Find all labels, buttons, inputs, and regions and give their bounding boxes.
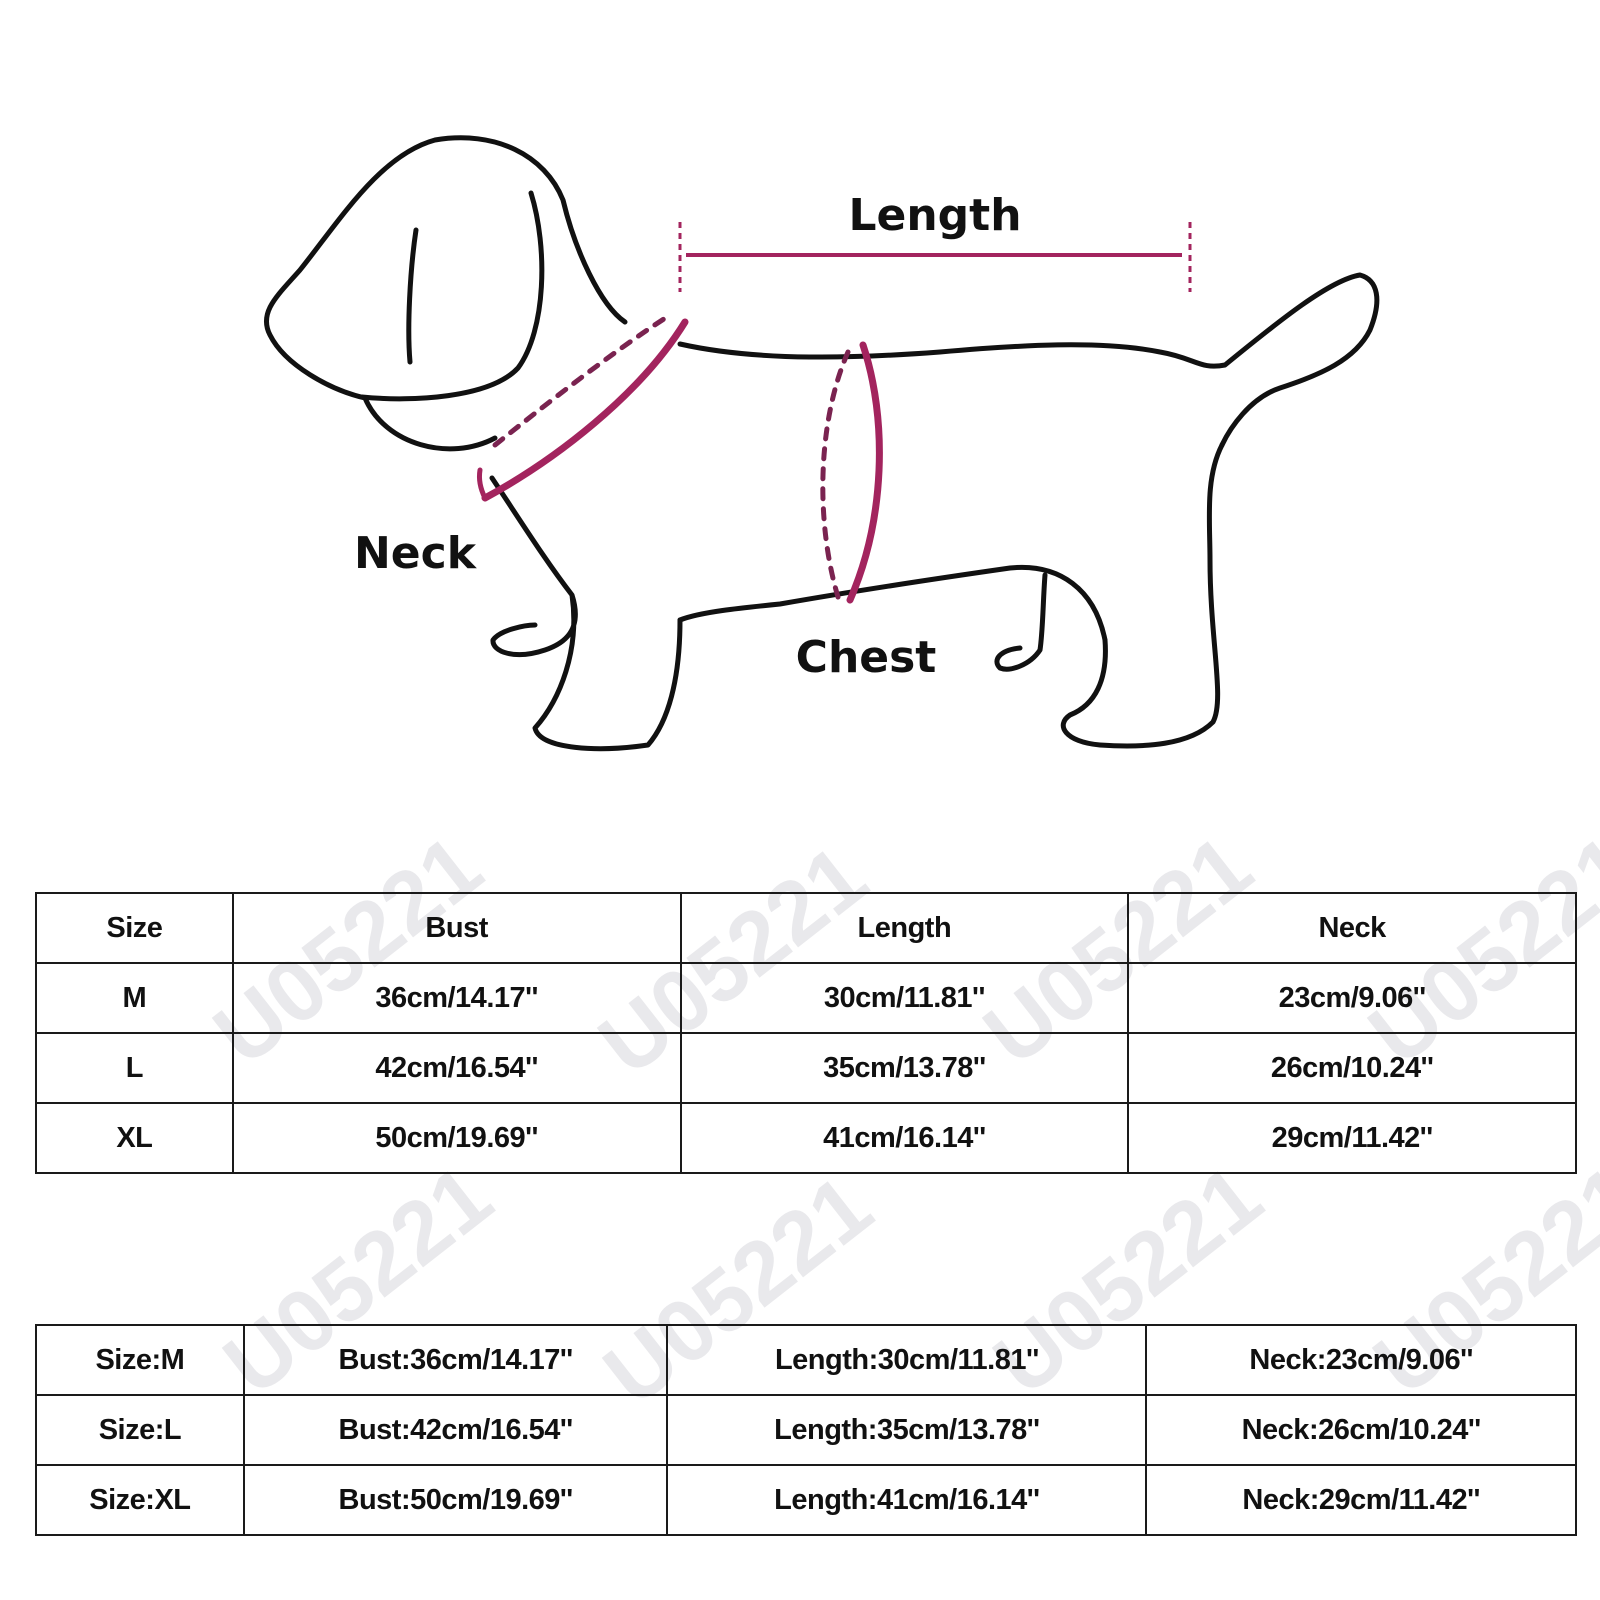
table-cell: Neck:26cm/10.24'' — [1145, 1394, 1577, 1466]
chest-measure-ring — [820, 341, 883, 604]
table-cell: 23cm/9.06'' — [1127, 962, 1577, 1034]
dog-measurement-diagram: Length Neck Chest — [263, 135, 1380, 752]
table-cell: 41cm/16.14'' — [679, 1102, 1130, 1174]
chest-label: Chest — [796, 632, 937, 683]
table-cell: Size:L — [35, 1394, 245, 1466]
dog-back-outline — [677, 272, 1380, 448]
table-cell: XL — [35, 1102, 234, 1174]
table-cell: Size:XL — [35, 1464, 245, 1536]
table-cell: Bust:42cm/16.54'' — [242, 1394, 669, 1466]
table-row: M 36cm/14.17'' 30cm/11.81'' 23cm/9.06'' — [35, 962, 1577, 1034]
table-row: L 42cm/16.54'' 35cm/13.78'' 26cm/10.24'' — [35, 1032, 1577, 1104]
table-cell: 35cm/13.78'' — [679, 1032, 1130, 1104]
table-cell: Neck:29cm/11.42'' — [1145, 1464, 1577, 1536]
dog-head-outline — [263, 135, 628, 452]
table-row: Size:XL Bust:50cm/19.69'' Length:41cm/16… — [35, 1464, 1577, 1536]
table-cell: 50cm/19.69'' — [231, 1102, 682, 1174]
dog-front-leg-outline — [489, 475, 683, 752]
dog-hind-leg-outline — [994, 442, 1225, 749]
table-cell: Size:M — [35, 1324, 245, 1396]
table-cell: Neck:23cm/9.06'' — [1145, 1324, 1577, 1396]
size-table-two: Size:M Bust:36cm/14.17'' Length:30cm/11.… — [35, 1324, 1577, 1536]
table-cell: Bust:50cm/19.69'' — [242, 1464, 669, 1536]
table-cell: Length:30cm/11.81'' — [666, 1324, 1148, 1396]
table-cell: 30cm/11.81'' — [679, 962, 1130, 1034]
table-cell: 26cm/10.24'' — [1127, 1032, 1577, 1104]
table-cell: Length:35cm/13.78'' — [666, 1394, 1148, 1466]
table-cell: Bust:36cm/14.17'' — [242, 1324, 669, 1396]
neck-label: Neck — [354, 528, 478, 579]
dog-ear-outline — [359, 190, 545, 402]
length-label: Length — [848, 190, 1021, 241]
table-cell: 29cm/11.42'' — [1127, 1102, 1577, 1174]
table-cell: L — [35, 1032, 234, 1104]
length-measure-line — [678, 222, 1192, 292]
table-cell: M — [35, 962, 234, 1034]
size-table-one: Size Bust Length Neck M 36cm/14.17'' 30c… — [35, 892, 1577, 1174]
table-row: Size:L Bust:42cm/16.54'' Length:35cm/13.… — [35, 1394, 1577, 1466]
table-cell: Length:41cm/16.14'' — [666, 1464, 1148, 1536]
table-row: Size:M Bust:36cm/14.17'' Length:30cm/11.… — [35, 1324, 1577, 1396]
table-header-row: Size Bust Length Neck — [35, 892, 1577, 964]
table-row: XL 50cm/19.69'' 41cm/16.14'' 29cm/11.42'… — [35, 1102, 1577, 1174]
header-cell-size: Size — [35, 892, 234, 964]
dog-belly-outline — [677, 564, 1108, 643]
table-cell: 36cm/14.17'' — [231, 962, 682, 1034]
header-cell-bust: Bust — [231, 892, 682, 964]
dog-eye-line — [406, 227, 419, 365]
neck-measure-ring — [477, 312, 689, 502]
header-cell-neck: Neck — [1127, 892, 1577, 964]
table-cell: 42cm/16.54'' — [231, 1032, 682, 1104]
header-cell-length: Length — [679, 892, 1130, 964]
